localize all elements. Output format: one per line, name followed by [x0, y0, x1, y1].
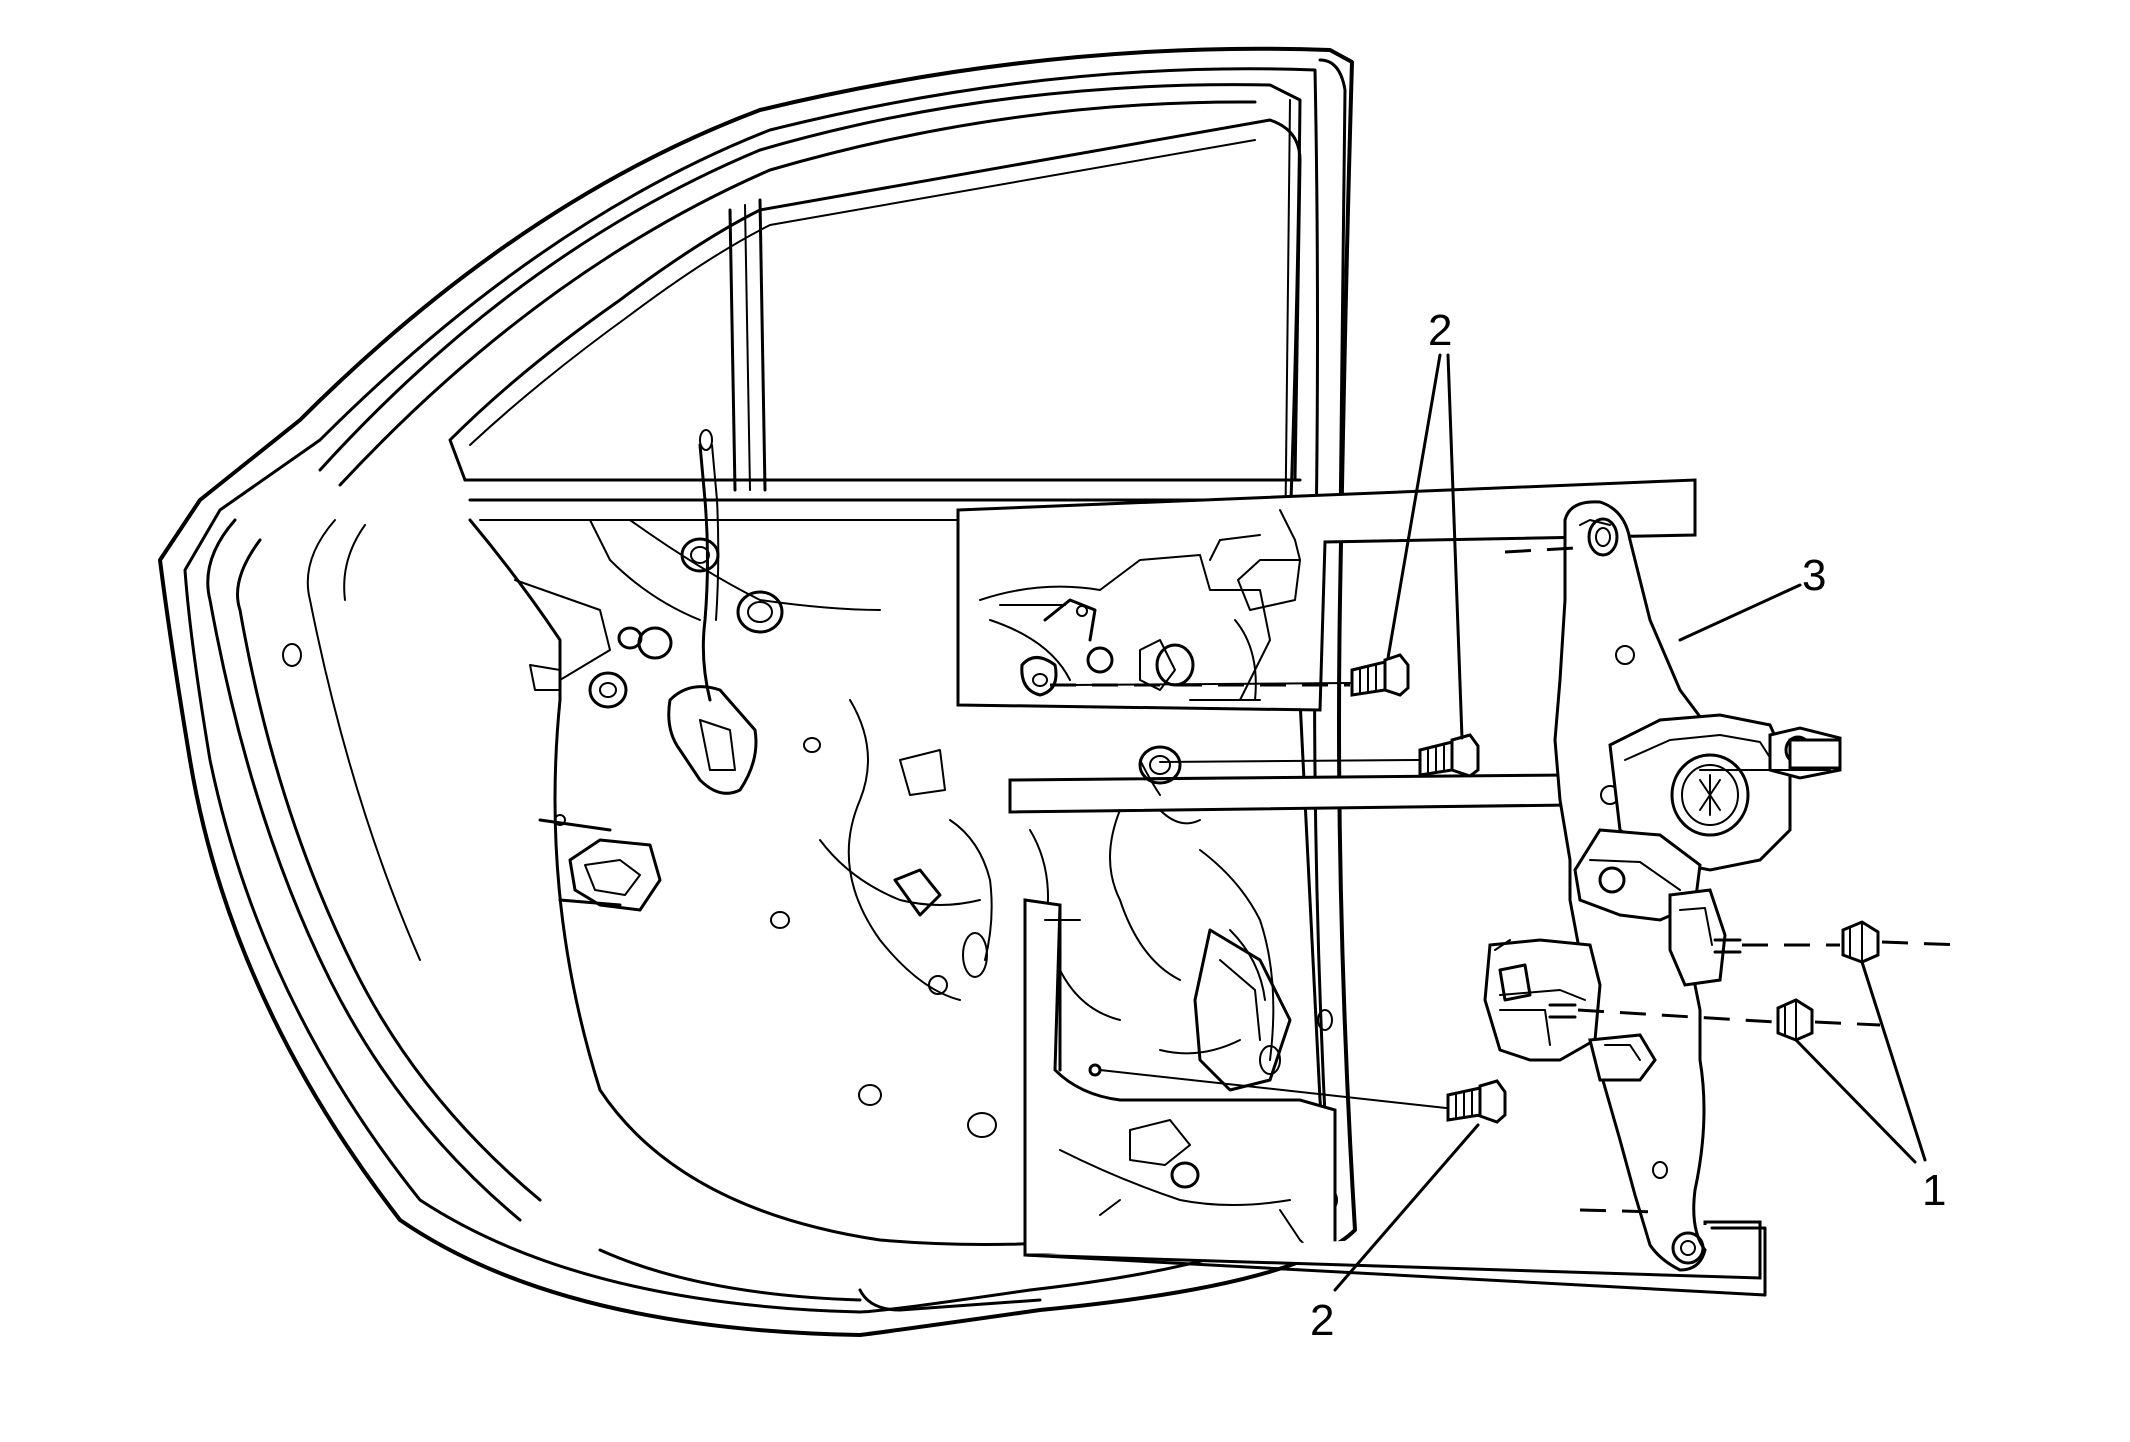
- lower-connector-band: [1023, 903, 1767, 1297]
- bolt-upper-1: [1050, 653, 1410, 697]
- detail-inset-lower: [1023, 898, 1337, 1257]
- detail-inset-upper: [956, 478, 1697, 712]
- bolt-lower: [1099, 1069, 1507, 1124]
- alignment-line-top: [1504, 546, 1576, 554]
- callout-label-bolt-bottom: 2: [1310, 1296, 1334, 1345]
- nut-upper: [1742, 920, 1963, 964]
- callout-label-bolt-top: 2: [1428, 306, 1452, 355]
- door-frame: [158, 46, 1357, 1337]
- leader-lines: [1333, 353, 1927, 1292]
- bolt-upper-2: [1159, 733, 1480, 778]
- detail-inset-middle-band: [1008, 745, 1572, 981]
- window-regulator-assembly: [1483, 500, 1842, 1272]
- callout-label-nut: 1: [1922, 1166, 1946, 1215]
- callout-label-regulator: 3: [1802, 551, 1826, 600]
- nut-lower: [1577, 998, 1881, 1042]
- alignment-line-bottom: [1579, 1208, 1661, 1214]
